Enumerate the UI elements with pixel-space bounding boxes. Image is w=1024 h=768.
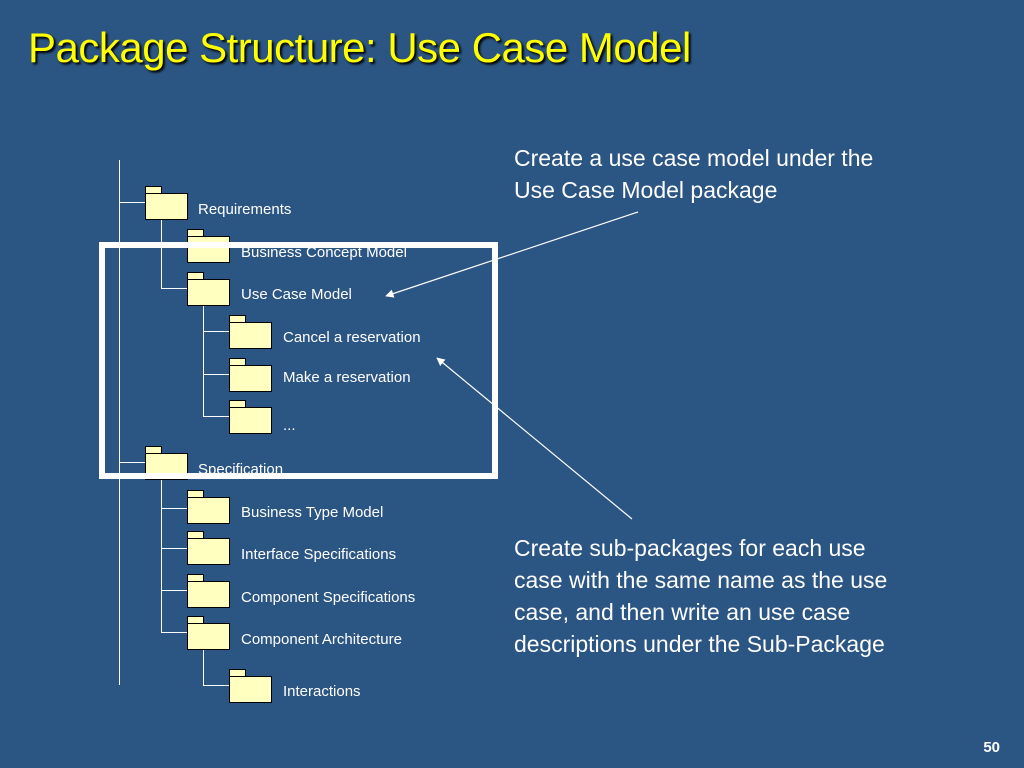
callout-top: Create a use case model under the Use Ca… [514, 142, 873, 206]
label-ellipsis: ... [283, 417, 296, 434]
callout-bottom-line: Create sub-packages for each use [514, 535, 866, 561]
folder-icon-business-type-model [187, 490, 230, 524]
label-specification: Specification [198, 461, 284, 478]
callout-bottom-line: case, and then write an use case [514, 599, 851, 625]
arrow-to-use-case-subpackage [436, 357, 633, 520]
slide-title: Package Structure: Use Case Model [28, 24, 691, 71]
callout-top-line: Create a use case model under the [514, 145, 874, 171]
folder-icon-interactions [229, 669, 272, 703]
label-use-case-model: Use Case Model [241, 286, 352, 303]
folder-icon-make-reservation [229, 358, 272, 392]
folder-icon-component-specifications [187, 574, 230, 608]
callout-top-line: Use Case Model package [514, 177, 778, 203]
label-business-type-model: Business Type Model [241, 504, 384, 521]
folder-icon-component-architecture [187, 616, 230, 650]
folder-icon-interface-specifications [187, 531, 230, 565]
callout-bottom-line: case with the same name as the use [514, 567, 888, 593]
callout-bottom: Create sub-packages for each use case wi… [514, 532, 887, 660]
component-architecture-branch-line [203, 650, 229, 686]
highlight-box [99, 242, 498, 479]
folder-icon-use-case-model [187, 272, 230, 306]
label-requirements: Requirements [198, 201, 292, 218]
label-make-reservation: Make a reservation [283, 369, 411, 386]
folder-icon-cancel-reservation [229, 315, 272, 349]
folder-icon-requirements [145, 186, 188, 220]
label-component-architecture: Component Architecture [241, 631, 402, 648]
specification-branch-line [161, 480, 187, 633]
label-component-specifications: Component Specifications [241, 589, 416, 606]
folder-icon-ellipsis [229, 400, 272, 434]
requirements-branch-line [161, 220, 187, 289]
label-interactions: Interactions [283, 683, 361, 700]
page-number: 50 [983, 739, 1000, 756]
label-cancel-reservation: Cancel a reservation [283, 329, 421, 346]
callout-bottom-line: descriptions under the Sub-Package [514, 631, 885, 657]
label-business-concept-model: Business Concept Model [241, 244, 407, 261]
label-interface-specifications: Interface Specifications [241, 546, 397, 563]
use-case-model-branch-line [203, 305, 229, 417]
folder-icon-business-concept-model [187, 229, 230, 263]
arrow-to-use-case-model [385, 211, 639, 298]
